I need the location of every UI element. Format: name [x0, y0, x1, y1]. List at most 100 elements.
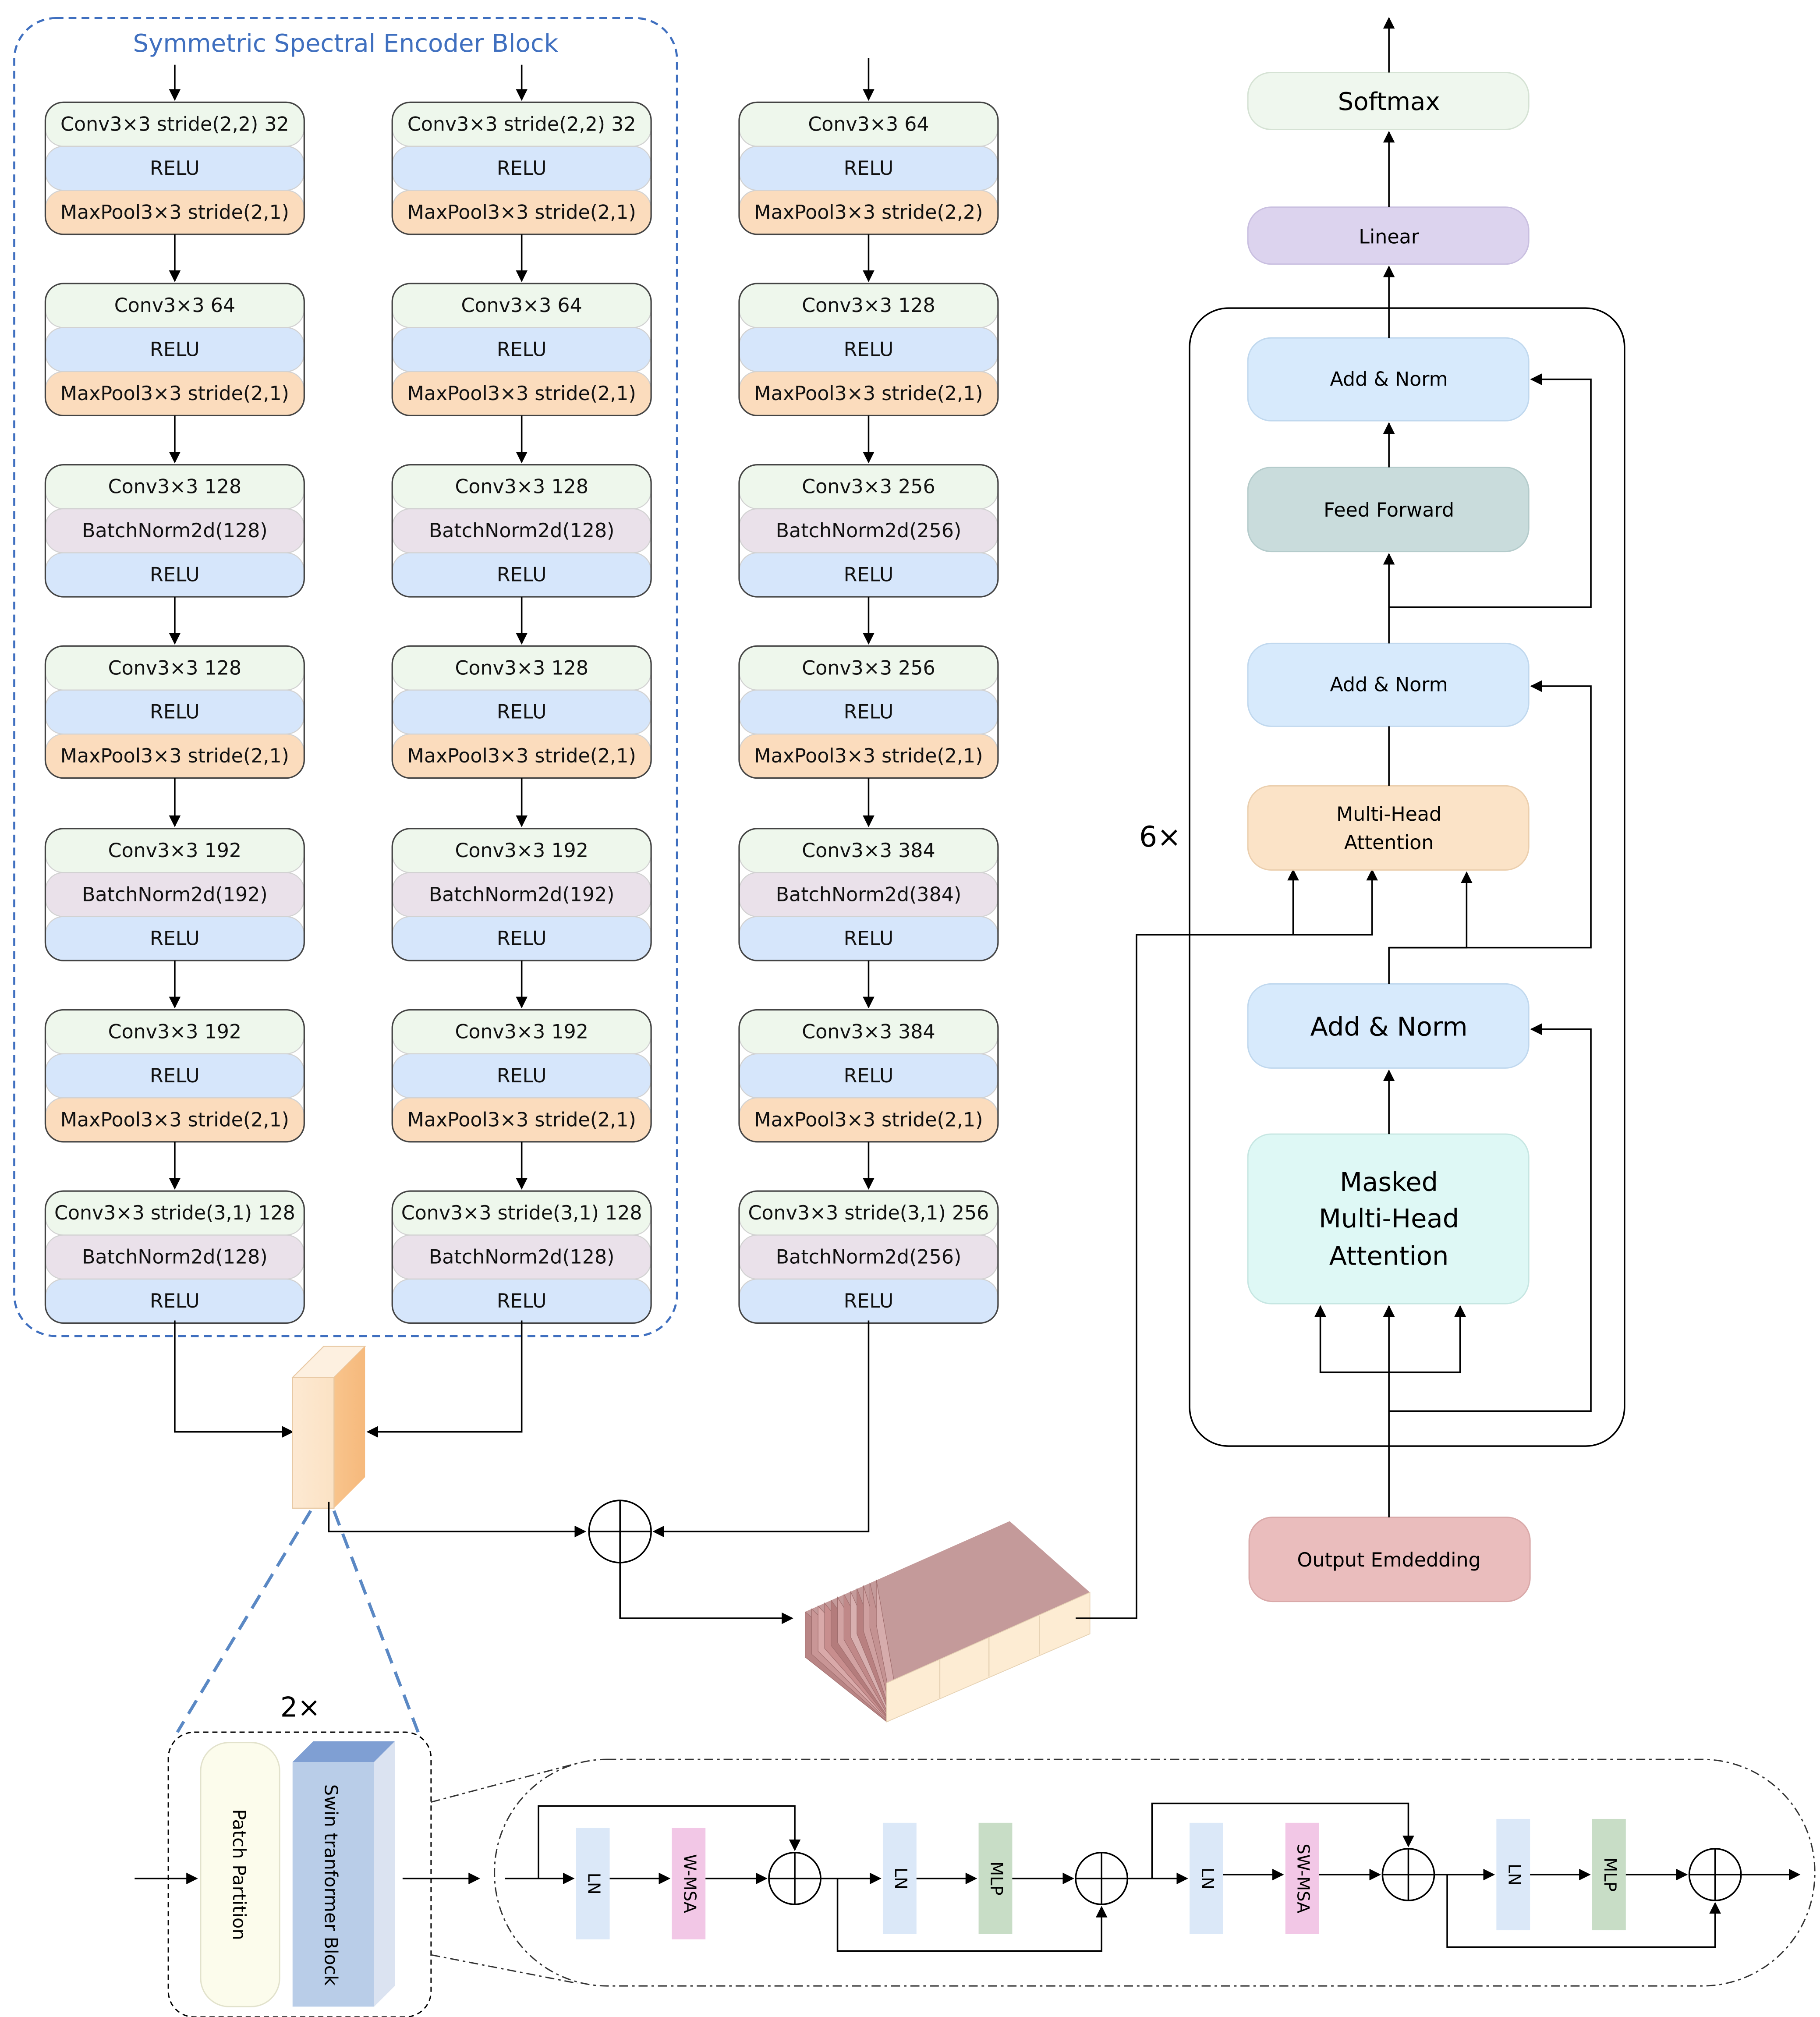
zoom-line-right [332, 1510, 420, 1733]
wmsa-label: W-MSA [680, 1854, 699, 1913]
layer-label: BatchNorm2d(128) [429, 520, 615, 542]
output-embedding-label: Output Emdedding [1297, 1549, 1481, 1571]
layer-label: Conv3×3 192 [108, 840, 241, 862]
layer-label: BatchNorm2d(192) [82, 883, 268, 906]
ln-label-2: LN [891, 1868, 910, 1889]
sum-node [588, 1499, 652, 1563]
mlp-label-1: MLP [986, 1861, 1006, 1896]
layer-label: RELU [497, 157, 547, 180]
decoder-frame [1189, 307, 1625, 1447]
layer-label: Conv3×3 384 [802, 840, 935, 862]
encoder-block-title: Symmetric Spectral Encoder Block [133, 29, 559, 58]
layer-label: MaxPool3×3 stride(2,1) [407, 745, 636, 767]
layer-label: RELU [844, 701, 894, 723]
layer-label: MaxPool3×3 stride(2,1) [754, 745, 983, 767]
layer-label: BatchNorm2d(128) [82, 1246, 268, 1269]
layer-label: RELU [497, 338, 547, 361]
encoder-block-border [44, 828, 305, 961]
add-norm-bottom-label: Add & Norm [1310, 1012, 1468, 1042]
layer-label: Conv3×3 128 [802, 294, 935, 317]
layer-label: Conv3×3 stride(3,1) 128 [54, 1202, 295, 1224]
swmsa-label: SW-MSA [1293, 1843, 1313, 1913]
layer-label: RELU [844, 928, 894, 950]
layer-label: MaxPool3×3 stride(2,1) [754, 383, 983, 405]
mha-label-line2: Attention [1344, 832, 1434, 854]
layer-label: RELU [150, 1290, 200, 1312]
tensor-to-mha-arrow [1076, 868, 1378, 1619]
layer-label: Conv3×3 128 [108, 657, 241, 679]
layer-label: RELU [844, 338, 894, 361]
encoder-block: Conv3×3 64 RELU MaxPool3×3 stride(2,2) [738, 101, 999, 235]
detail-line-top [431, 1762, 578, 1803]
ln-box-3 [1190, 1822, 1223, 1934]
layer-label: RELU [150, 564, 200, 586]
layer-label: MaxPool3×3 stride(2,1) [407, 1109, 636, 1131]
layer-label: Conv3×3 128 [455, 657, 588, 679]
ln-label-3: LN [1197, 1868, 1217, 1889]
layer-label: BatchNorm2d(256) [776, 520, 962, 542]
masked-label-line3: Attention [1329, 1241, 1449, 1271]
swmsa-box [1285, 1822, 1319, 1934]
masked-label-line2: Multi-Head [1319, 1203, 1459, 1234]
feed-forward-label: Feed Forward [1324, 499, 1454, 521]
layer-label: Conv3×3 192 [455, 1021, 588, 1043]
layer-label: RELU [150, 928, 200, 950]
layer-label: Conv3×3 256 [802, 476, 935, 498]
layer-label: RELU [844, 1065, 894, 1087]
layer-label: Conv3×3 64 [808, 113, 929, 135]
wmsa-box [672, 1828, 706, 1939]
swin-detail-connectors [505, 1802, 1801, 1952]
layer-label: RELU [497, 1065, 547, 1087]
mlp-box-2 [1592, 1818, 1626, 1931]
ln-label-4: LN [1504, 1864, 1524, 1886]
col3-to-sum-arrow [652, 1320, 870, 1538]
layer-label: MaxPool3×3 stride(2,1) [407, 383, 636, 405]
layer-label: BatchNorm2d(256) [776, 1246, 962, 1269]
decoder-repeat-label: 6× [1139, 821, 1181, 854]
layer-label: Conv3×3 stride(2,2) 32 [407, 113, 636, 135]
linear-label: Linear [1359, 226, 1419, 248]
layer-label: Conv3×3 64 [114, 294, 235, 317]
layer-label: MaxPool3×3 stride(2,1) [60, 745, 289, 767]
mha-label-line1: Multi-Head [1336, 803, 1441, 826]
token-tensor [805, 1521, 1091, 1723]
layer-label: RELU [844, 157, 894, 180]
layer-label: Conv3×3 128 [455, 476, 588, 498]
layer-label: RELU [844, 564, 894, 586]
layer-label: Conv3×3 stride(2,2) 32 [60, 113, 289, 135]
layer-label: RELU [150, 157, 200, 180]
add-norm-mid-label: Add & Norm [1330, 674, 1448, 696]
layer-label: RELU [844, 1290, 894, 1312]
layer-label: MaxPool3×3 stride(2,2) [754, 201, 983, 223]
layer-label: BatchNorm2d(384) [776, 883, 962, 906]
layer-label: RELU [497, 701, 547, 723]
layer-label: RELU [150, 1065, 200, 1087]
layer-label: MaxPool3×3 stride(2,1) [754, 1109, 983, 1131]
layer-label: MaxPool3×3 stride(2,1) [60, 383, 289, 405]
swin-block-3d [292, 1741, 395, 2007]
mlp-label-2: MLP [1600, 1857, 1620, 1892]
layer-label: Conv3×3 stride(3,1) 256 [748, 1202, 989, 1224]
add-norm-bottom-box [1247, 983, 1530, 1069]
detail-line-bottom [431, 1954, 577, 1984]
feature-map-block [291, 1346, 367, 1509]
ln-box-1 [576, 1828, 610, 1939]
zoom-line-left [176, 1510, 312, 1733]
layer-label: BatchNorm2d(128) [82, 520, 268, 542]
encoder-block-border [738, 828, 999, 961]
